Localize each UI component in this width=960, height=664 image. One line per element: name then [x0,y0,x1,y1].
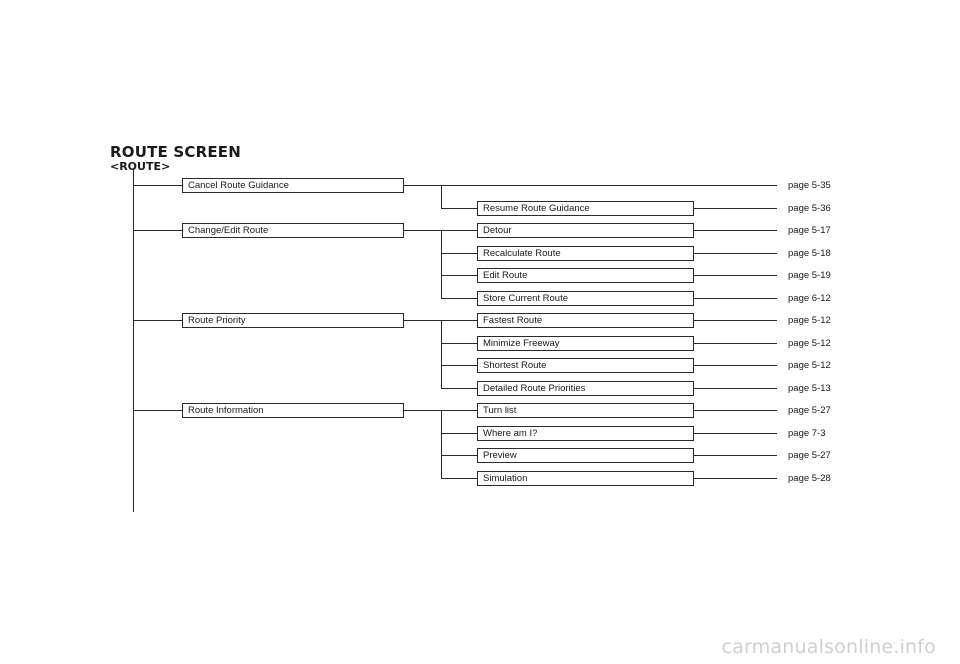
submenu-item-box: Where am I? [477,426,694,441]
leader-line [694,343,777,344]
leader-line [694,275,777,276]
leader-line [404,185,777,186]
section-subtitle: <ROUTE> [110,160,171,173]
watermark: carmanualsonline.info [721,636,936,658]
menu-item-box: Route Priority [182,313,404,328]
submenu-item-box: Turn list [477,403,694,418]
page-reference: page 5-35 [788,180,831,191]
branch-vertical-line [441,230,442,298]
page-reference: page 5-13 [788,383,831,394]
branch-line [441,455,477,456]
submenu-item-box: Resume Route Guidance [477,201,694,216]
leader-line [694,478,777,479]
menu-item-box: Change/Edit Route [182,223,404,238]
leader-line [694,253,777,254]
trunk-branch-line [133,185,182,186]
leader-line [694,455,777,456]
page-reference: page 5-27 [788,450,831,461]
leader-line [694,388,777,389]
page-reference: page 6-12 [788,293,831,304]
branch-line [441,275,477,276]
submenu-item-box: Recalculate Route [477,246,694,261]
submenu-item-box: Shortest Route [477,358,694,373]
page-reference: page 5-19 [788,270,831,281]
leader-line [694,320,777,321]
menu-item-box: Cancel Route Guidance [182,178,404,193]
leader-line [694,365,777,366]
tree-trunk-line [133,168,134,512]
branch-line [441,388,477,389]
page-reference: page 5-18 [788,248,831,259]
page-reference: page 5-17 [788,225,831,236]
trunk-branch-line [133,320,182,321]
leader-line [694,433,777,434]
submenu-item-box: Minimize Freeway [477,336,694,351]
submenu-item-box: Fastest Route [477,313,694,328]
submenu-item-box: Detour [477,223,694,238]
branch-vertical-line [441,320,442,388]
page-reference: page 5-12 [788,360,831,371]
branch-line [441,433,477,434]
leader-line [694,230,777,231]
leader-line [694,298,777,299]
connector-line [404,410,477,411]
branch-line [441,253,477,254]
page-reference: page 5-12 [788,315,831,326]
submenu-item-box: Store Current Route [477,291,694,306]
trunk-branch-line [133,230,182,231]
leader-line [694,410,777,411]
connector-line [404,320,477,321]
submenu-item-box: Edit Route [477,268,694,283]
page-reference: page 5-36 [788,203,831,214]
menu-item-box: Route Information [182,403,404,418]
branch-line [441,365,477,366]
branch-line [441,298,477,299]
page-title: ROUTE SCREEN [110,143,241,161]
connector-line [404,230,477,231]
branch-line [441,343,477,344]
branch-line [441,478,477,479]
page-reference: page 5-28 [788,473,831,484]
page-reference: page 7-3 [788,428,826,439]
submenu-item-box: Preview [477,448,694,463]
submenu-item-box: Detailed Route Priorities [477,381,694,396]
submenu-item-box: Simulation [477,471,694,486]
trunk-branch-line [133,410,182,411]
page-reference: page 5-12 [788,338,831,349]
branch-line [441,208,477,209]
branch-vertical-line [441,410,442,478]
leader-line [694,208,777,209]
page-reference: page 5-27 [788,405,831,416]
branch-vertical-line [441,185,442,208]
